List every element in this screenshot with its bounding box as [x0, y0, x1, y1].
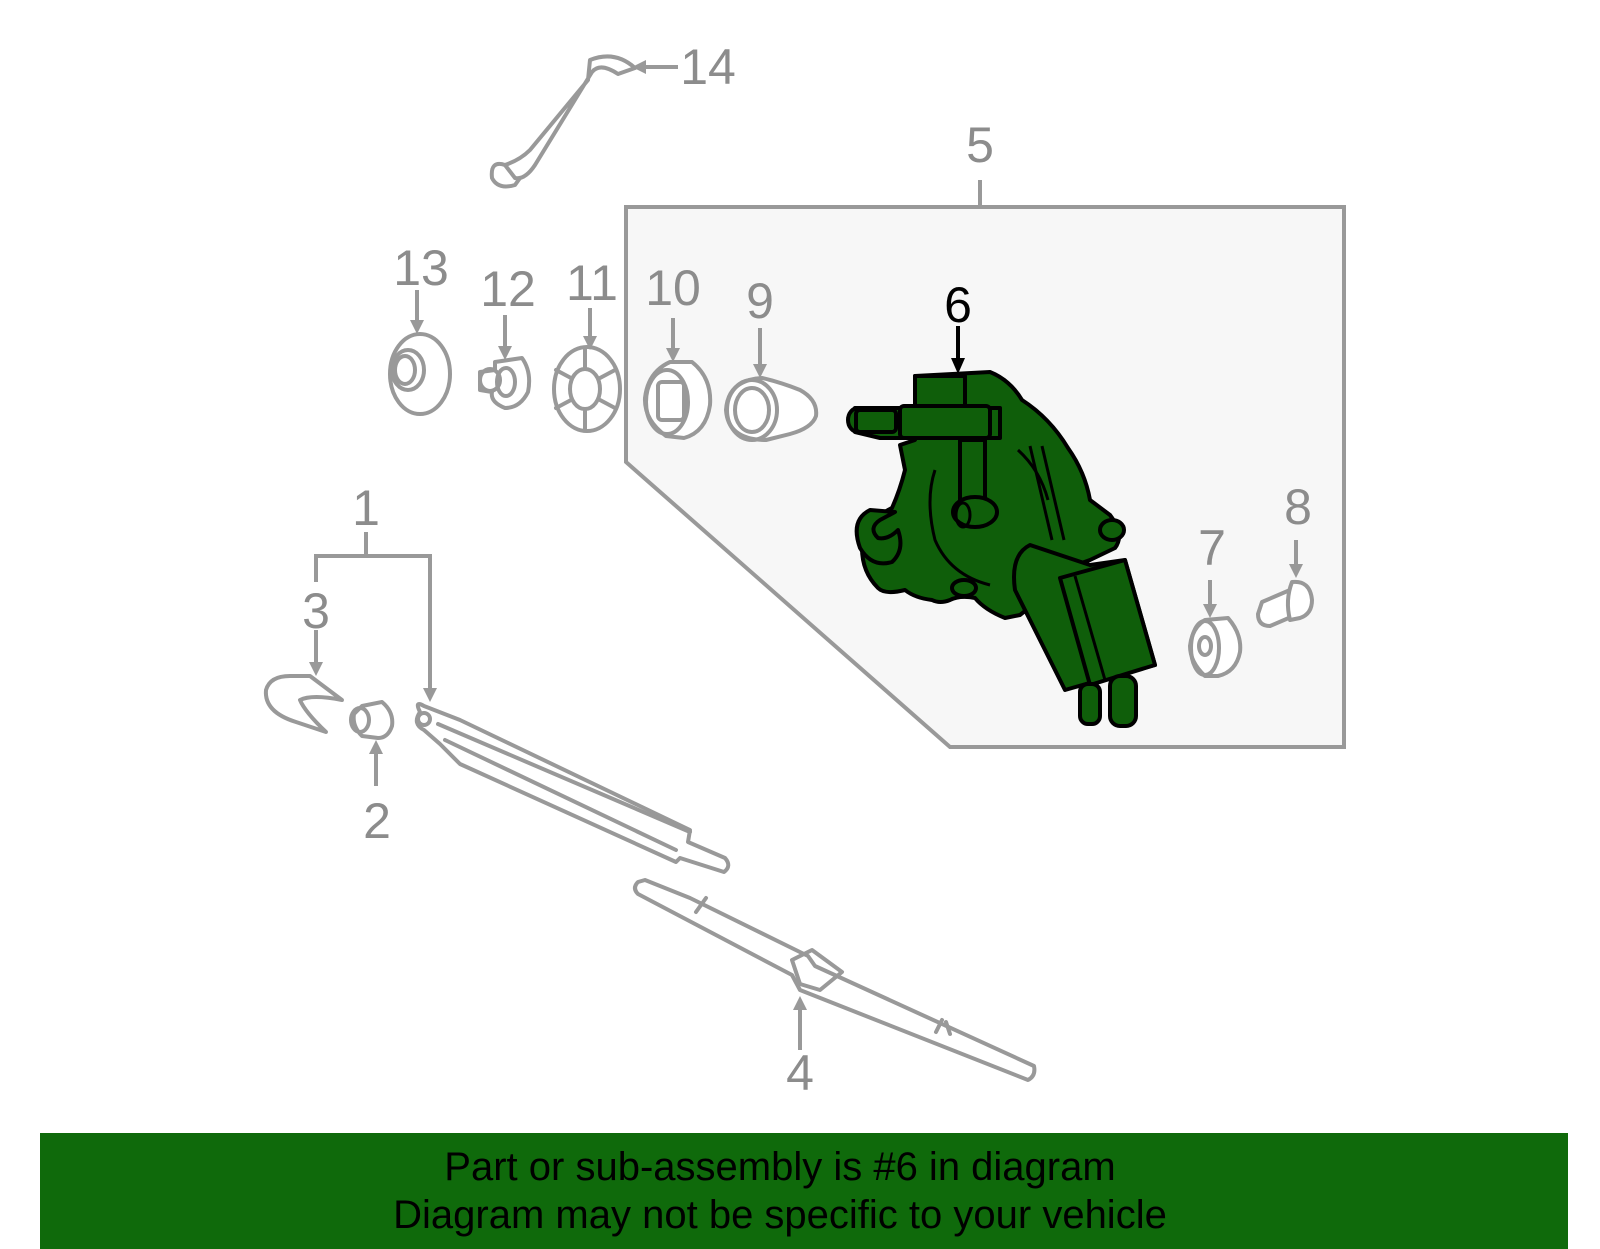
- part-13-cap[interactable]: [388, 332, 452, 416]
- callout-3[interactable]: 3: [302, 583, 330, 639]
- part-6-wiper-motor[interactable]: [846, 370, 1157, 728]
- banner-part-note: Part or sub-assembly is #6 in diagram: [444, 1145, 1116, 1189]
- banner-vehicle-disclaimer: Diagram may not be specific to your vehi…: [393, 1193, 1167, 1237]
- part-8-bolt[interactable]: [1256, 579, 1314, 628]
- callout-14[interactable]: 14: [680, 39, 736, 95]
- arrow-14: [632, 60, 646, 74]
- callout-4[interactable]: 4: [786, 1045, 814, 1101]
- arrow-8: [1289, 564, 1303, 578]
- arrow-13: [410, 320, 424, 334]
- part-4-wiper-blade[interactable]: [633, 878, 1037, 1082]
- arrow-6: [951, 358, 965, 374]
- arrow-11: [583, 336, 597, 350]
- arrow-2: [369, 740, 383, 754]
- part-12-nut[interactable]: [478, 356, 532, 410]
- callout-9[interactable]: 9: [746, 273, 774, 329]
- arrow-12: [498, 346, 512, 360]
- part-3-cover[interactable]: [263, 674, 344, 734]
- arrow-4: [793, 996, 807, 1010]
- arrow-10: [666, 348, 680, 362]
- callout-2[interactable]: 2: [363, 793, 391, 849]
- callout-8[interactable]: 8: [1284, 479, 1312, 535]
- part-11-washer[interactable]: [552, 345, 622, 433]
- info-banner: Part or sub-assembly is #6 in diagram Di…: [40, 1133, 1568, 1249]
- callout-1[interactable]: 1: [352, 480, 380, 536]
- callout-5[interactable]: 5: [966, 117, 994, 173]
- part-7-grommet[interactable]: [1188, 616, 1243, 678]
- callout-7[interactable]: 7: [1198, 520, 1226, 576]
- callout-10[interactable]: 10: [645, 260, 701, 316]
- leader-1: [314, 554, 432, 690]
- callout-13[interactable]: 13: [393, 240, 449, 296]
- part-1-wiper-arm[interactable]: [414, 702, 731, 874]
- part-9-grommet[interactable]: [724, 376, 819, 442]
- arrow-3: [309, 662, 323, 676]
- part-10-bushing[interactable]: [642, 360, 713, 440]
- callout-12[interactable]: 12: [480, 261, 536, 317]
- arrow-1: [423, 688, 437, 702]
- arrow-9: [753, 364, 767, 378]
- callout-6[interactable]: 6: [944, 277, 972, 333]
- arrow-7: [1203, 604, 1217, 618]
- part-2-nut[interactable]: [349, 700, 395, 740]
- callout-11[interactable]: 11: [566, 255, 618, 311]
- part-14-washer-hose[interactable]: [489, 54, 637, 189]
